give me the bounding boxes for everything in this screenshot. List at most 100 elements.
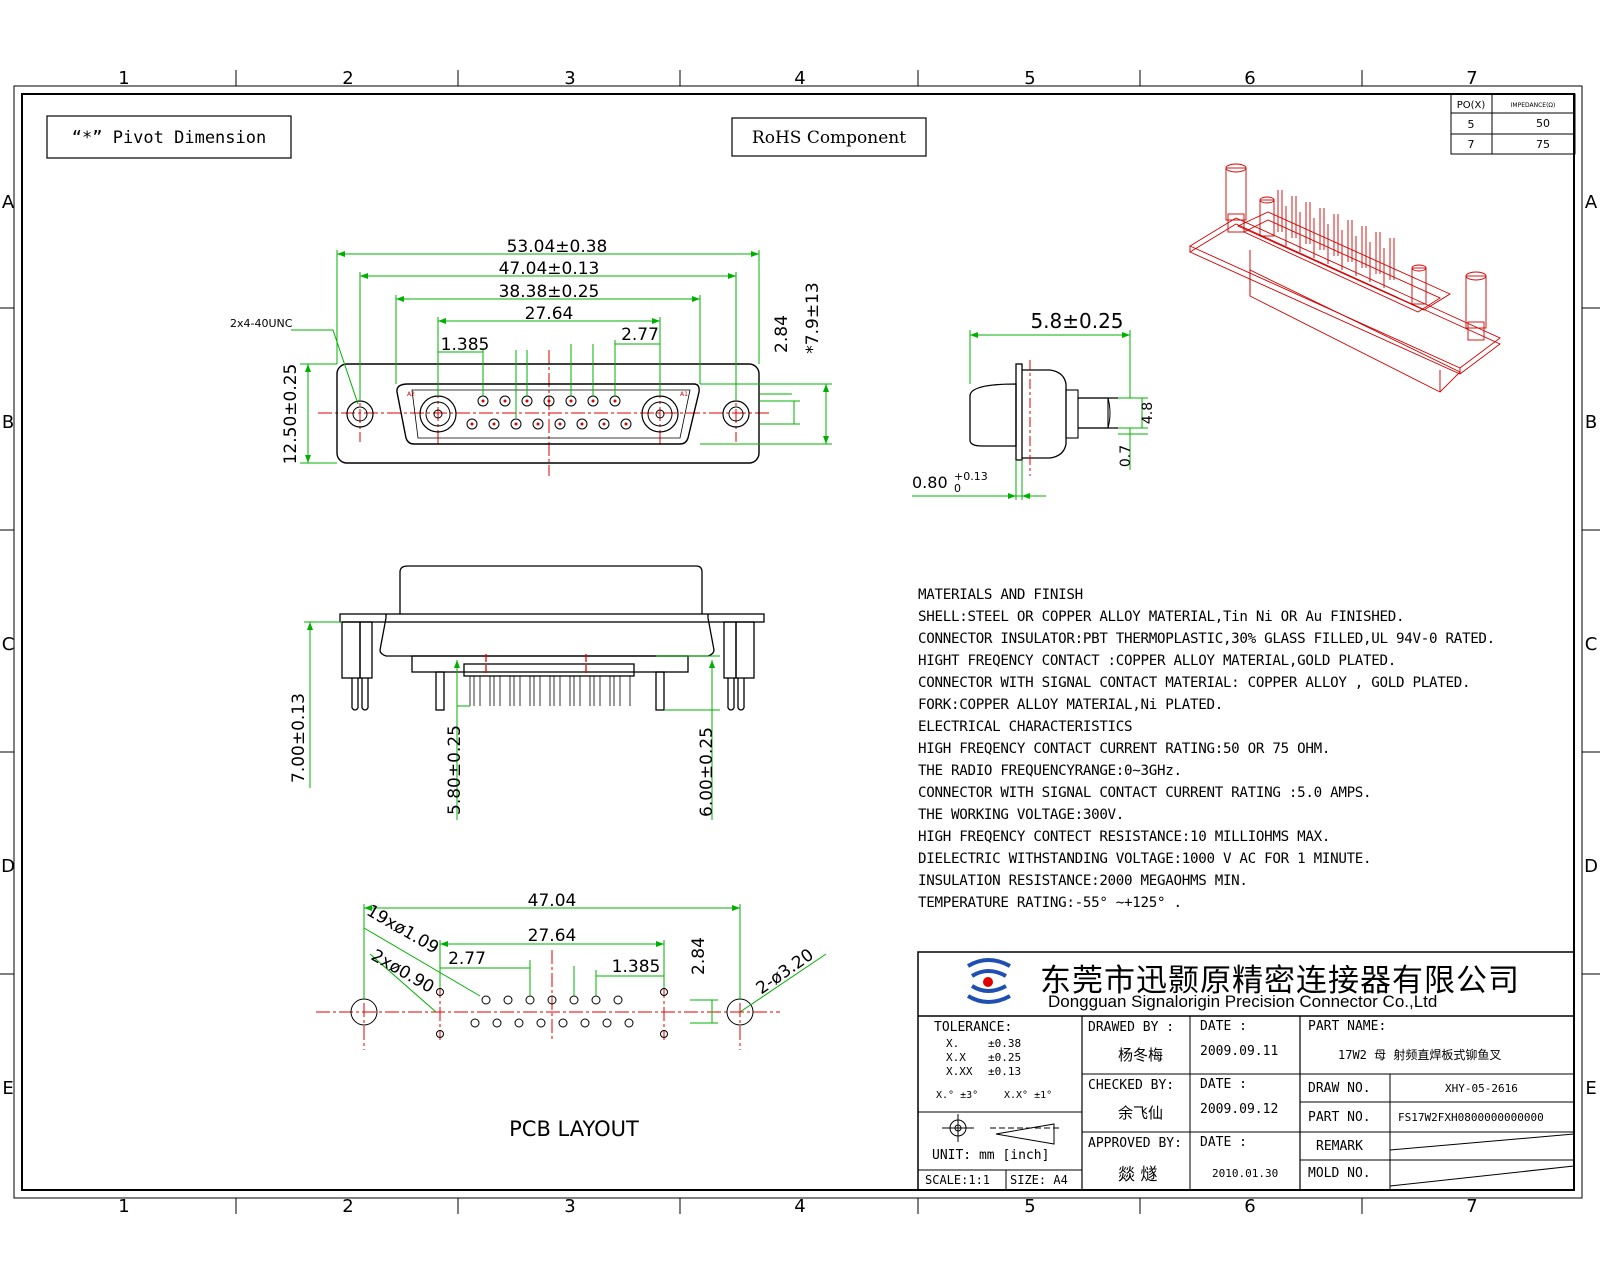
- tolerance-xx-value: ±0.25: [988, 1051, 1022, 1064]
- checked-by-name: 余飞仙: [1118, 1104, 1164, 1122]
- note-line: HIGH FREQENCY CONTECT RESISTANCE:10 MILL…: [918, 829, 1331, 845]
- frame-row-labels: A B C D E A B C D E: [1, 192, 1598, 1099]
- note-line: CONNECTOR WITH SIGNAL CONTACT CURRENT RA…: [918, 785, 1372, 801]
- title-block: [917, 951, 1575, 1191]
- date-approved-label: DATE :: [1200, 1135, 1247, 1150]
- row-label: C: [2, 634, 15, 655]
- impedance-ohm-75: 75: [1536, 138, 1550, 151]
- dim-pin-span: 27.64: [525, 304, 574, 324]
- dim-post-length: 6.00±0.25: [697, 727, 717, 817]
- col-label: 1: [118, 1196, 129, 1217]
- impedance-table: PO(X) IMPEDANCE(Ω) 5 50 7 75: [1450, 93, 1576, 155]
- dim-flange-tol-upper: +0.13: [954, 470, 988, 483]
- col-label: 1: [118, 68, 129, 89]
- row-label: A: [1585, 192, 1598, 213]
- tolerance-x: X.: [946, 1037, 960, 1050]
- pcb-dim-pin-span: 27.64: [528, 926, 577, 946]
- col-label: 6: [1244, 1196, 1255, 1217]
- scale-label: SCALE:1:1: [925, 1173, 991, 1187]
- note-line: HIGHT FREQENCY CONTACT :COPPER ALLOY MAT…: [918, 653, 1397, 669]
- tolerance-xxx: X.XX: [946, 1065, 973, 1078]
- row-label: A: [2, 192, 15, 213]
- tolerance-xxx-value: ±0.13: [988, 1065, 1022, 1078]
- unit-label: UNIT: mm [inch]: [932, 1148, 1050, 1163]
- dim-bracket-height: 7.00±0.13: [289, 693, 309, 783]
- col-label: 3: [564, 68, 575, 89]
- pcb-dim-pitch-double: 2.77: [448, 949, 486, 969]
- connector-side-view: 5.8±0.25 0.80 +0.13 0 4.8 0.7: [912, 309, 1156, 500]
- note-line: FORK:COPPER ALLOY MATERIAL,Ni PLATED.: [918, 697, 1223, 713]
- tolerance-angle-1: X.° ±3°: [936, 1090, 979, 1101]
- dim-row-spacing: 2.84: [772, 315, 792, 353]
- date-checked-label: DATE :: [1200, 1077, 1247, 1092]
- checked-by-label: CHECKED BY:: [1088, 1078, 1175, 1093]
- rohs-label: RoHS Component: [731, 117, 927, 157]
- approved-by-name: 燚 燧: [1118, 1165, 1158, 1185]
- note-line: CONNECTOR WITH SIGNAL CONTACT MATERIAL: …: [918, 675, 1471, 691]
- approved-by-label: APPROVED BY:: [1088, 1136, 1182, 1151]
- dim-fork-thickness: 0.7: [1118, 445, 1134, 467]
- impedance-header-po: PO(X): [1457, 100, 1486, 111]
- contact-mark-a1: A1: [680, 391, 688, 398]
- impedance-ohm-50: 50: [1536, 117, 1550, 130]
- mold-no-label: MOLD NO.: [1308, 1166, 1371, 1181]
- sheet-frame: [0, 70, 1600, 1214]
- tolerance-angle-2: X.X° ±1°: [1004, 1090, 1053, 1101]
- col-label: 7: [1466, 1196, 1477, 1217]
- remark-label: REMARK: [1316, 1139, 1363, 1154]
- impedance-header-ohm: IMPEDANCE(Ω): [1511, 102, 1556, 109]
- note-line: MATERIALS AND FINISH: [918, 587, 1083, 603]
- row-label: D: [1, 856, 15, 877]
- pcb-dim-holes-large: 2-ø3.20: [753, 945, 818, 999]
- impedance-po-7: 7: [1468, 138, 1475, 151]
- draw-no: XHY-05-2616: [1445, 1082, 1518, 1095]
- dim-mount-spacing: 47.04±0.13: [499, 259, 600, 279]
- note-line: INSULATION RESISTANCE:2000 MEGAOHMS MIN.: [918, 873, 1248, 889]
- date-drawn: 2009.09.11: [1200, 1044, 1279, 1059]
- row-label: B: [2, 412, 14, 433]
- connector-front-view: [339, 565, 765, 711]
- drawn-by-label: DRAWED BY :: [1088, 1020, 1175, 1035]
- company-name-en: Dongguan Signalorigin Precision Connecto…: [1048, 992, 1438, 1011]
- note-line: CONNECTOR INSULATOR:PBT THERMOPLASTIC,30…: [918, 631, 1495, 647]
- company-logo-icon: [966, 958, 1011, 1004]
- material-notes: MATERIALS AND FINISH SHELL:STEEL OR COPP…: [918, 584, 1495, 914]
- dim-fork-gap: 4.8: [1140, 402, 1156, 424]
- col-label: 6: [1244, 68, 1255, 89]
- dim-pivot-height: *7.9±13: [803, 282, 823, 353]
- tolerance-xx: X.X: [946, 1051, 966, 1064]
- part-no: FS17W2FXH0800000000000: [1398, 1111, 1544, 1124]
- row-label: D: [1584, 856, 1598, 877]
- frame-column-labels: 1 2 3 4 5 6 7 1 2 3 4 5 6 7: [118, 68, 1477, 1217]
- tolerance-x-value: ±0.38: [988, 1037, 1022, 1050]
- dim-side-depth: 5.8±0.25: [1030, 309, 1123, 333]
- col-label: 5: [1024, 1196, 1035, 1217]
- drawn-by-name: 杨冬梅: [1118, 1046, 1164, 1064]
- dim-flange-height: 12.50±0.25: [281, 364, 301, 465]
- pcb-dim-pitch: 1.385: [612, 957, 661, 977]
- col-label: 3: [564, 1196, 575, 1217]
- col-label: 2: [342, 1196, 353, 1217]
- dim-flange-thickness: 0.80: [912, 473, 948, 492]
- contact-mark-a2: A2: [407, 391, 415, 398]
- dim-screw-thread: 2x4-40UNC: [230, 317, 293, 330]
- col-label: 7: [1466, 68, 1477, 89]
- dim-flange-tol-lower: 0: [954, 482, 961, 495]
- row-label: E: [2, 1078, 13, 1099]
- dim-pin-length: 5.80±0.25: [445, 725, 465, 815]
- date-approved: 2010.01.30: [1212, 1167, 1279, 1180]
- part-name-label: PART NAME:: [1308, 1019, 1387, 1034]
- note-line: THE RADIO FREQUENCYRANGE:0~3GHz.: [918, 763, 1182, 779]
- pcb-dim-mount: 47.04: [528, 891, 577, 911]
- front-view-dimensions: 7.00±0.13 5.80±0.25 6.00±0.25: [289, 621, 720, 820]
- connector-top-view: A2 A1: [230, 237, 832, 476]
- pcb-layout-title: PCB LAYOUT: [509, 1117, 639, 1141]
- note-line: SHELL:STEEL OR COPPER ALLOY MATERIAL,Tin…: [918, 609, 1405, 625]
- row-label: B: [1585, 412, 1597, 433]
- part-name: 17W2 母 射频直焊板式铆鱼叉: [1338, 1048, 1502, 1062]
- note-line: DIELECTRIC WITHSTANDING VOLTAGE:1000 V A…: [918, 851, 1372, 867]
- pivot-dimension-text: “*” Pivot Dimension: [72, 128, 266, 148]
- pcb-layout: 47.04 27.64 2.77 1.385 2.84 19xø1.09 2xø…: [316, 891, 827, 1141]
- note-line: THE WORKING VOLTAGE:300V.: [918, 807, 1125, 823]
